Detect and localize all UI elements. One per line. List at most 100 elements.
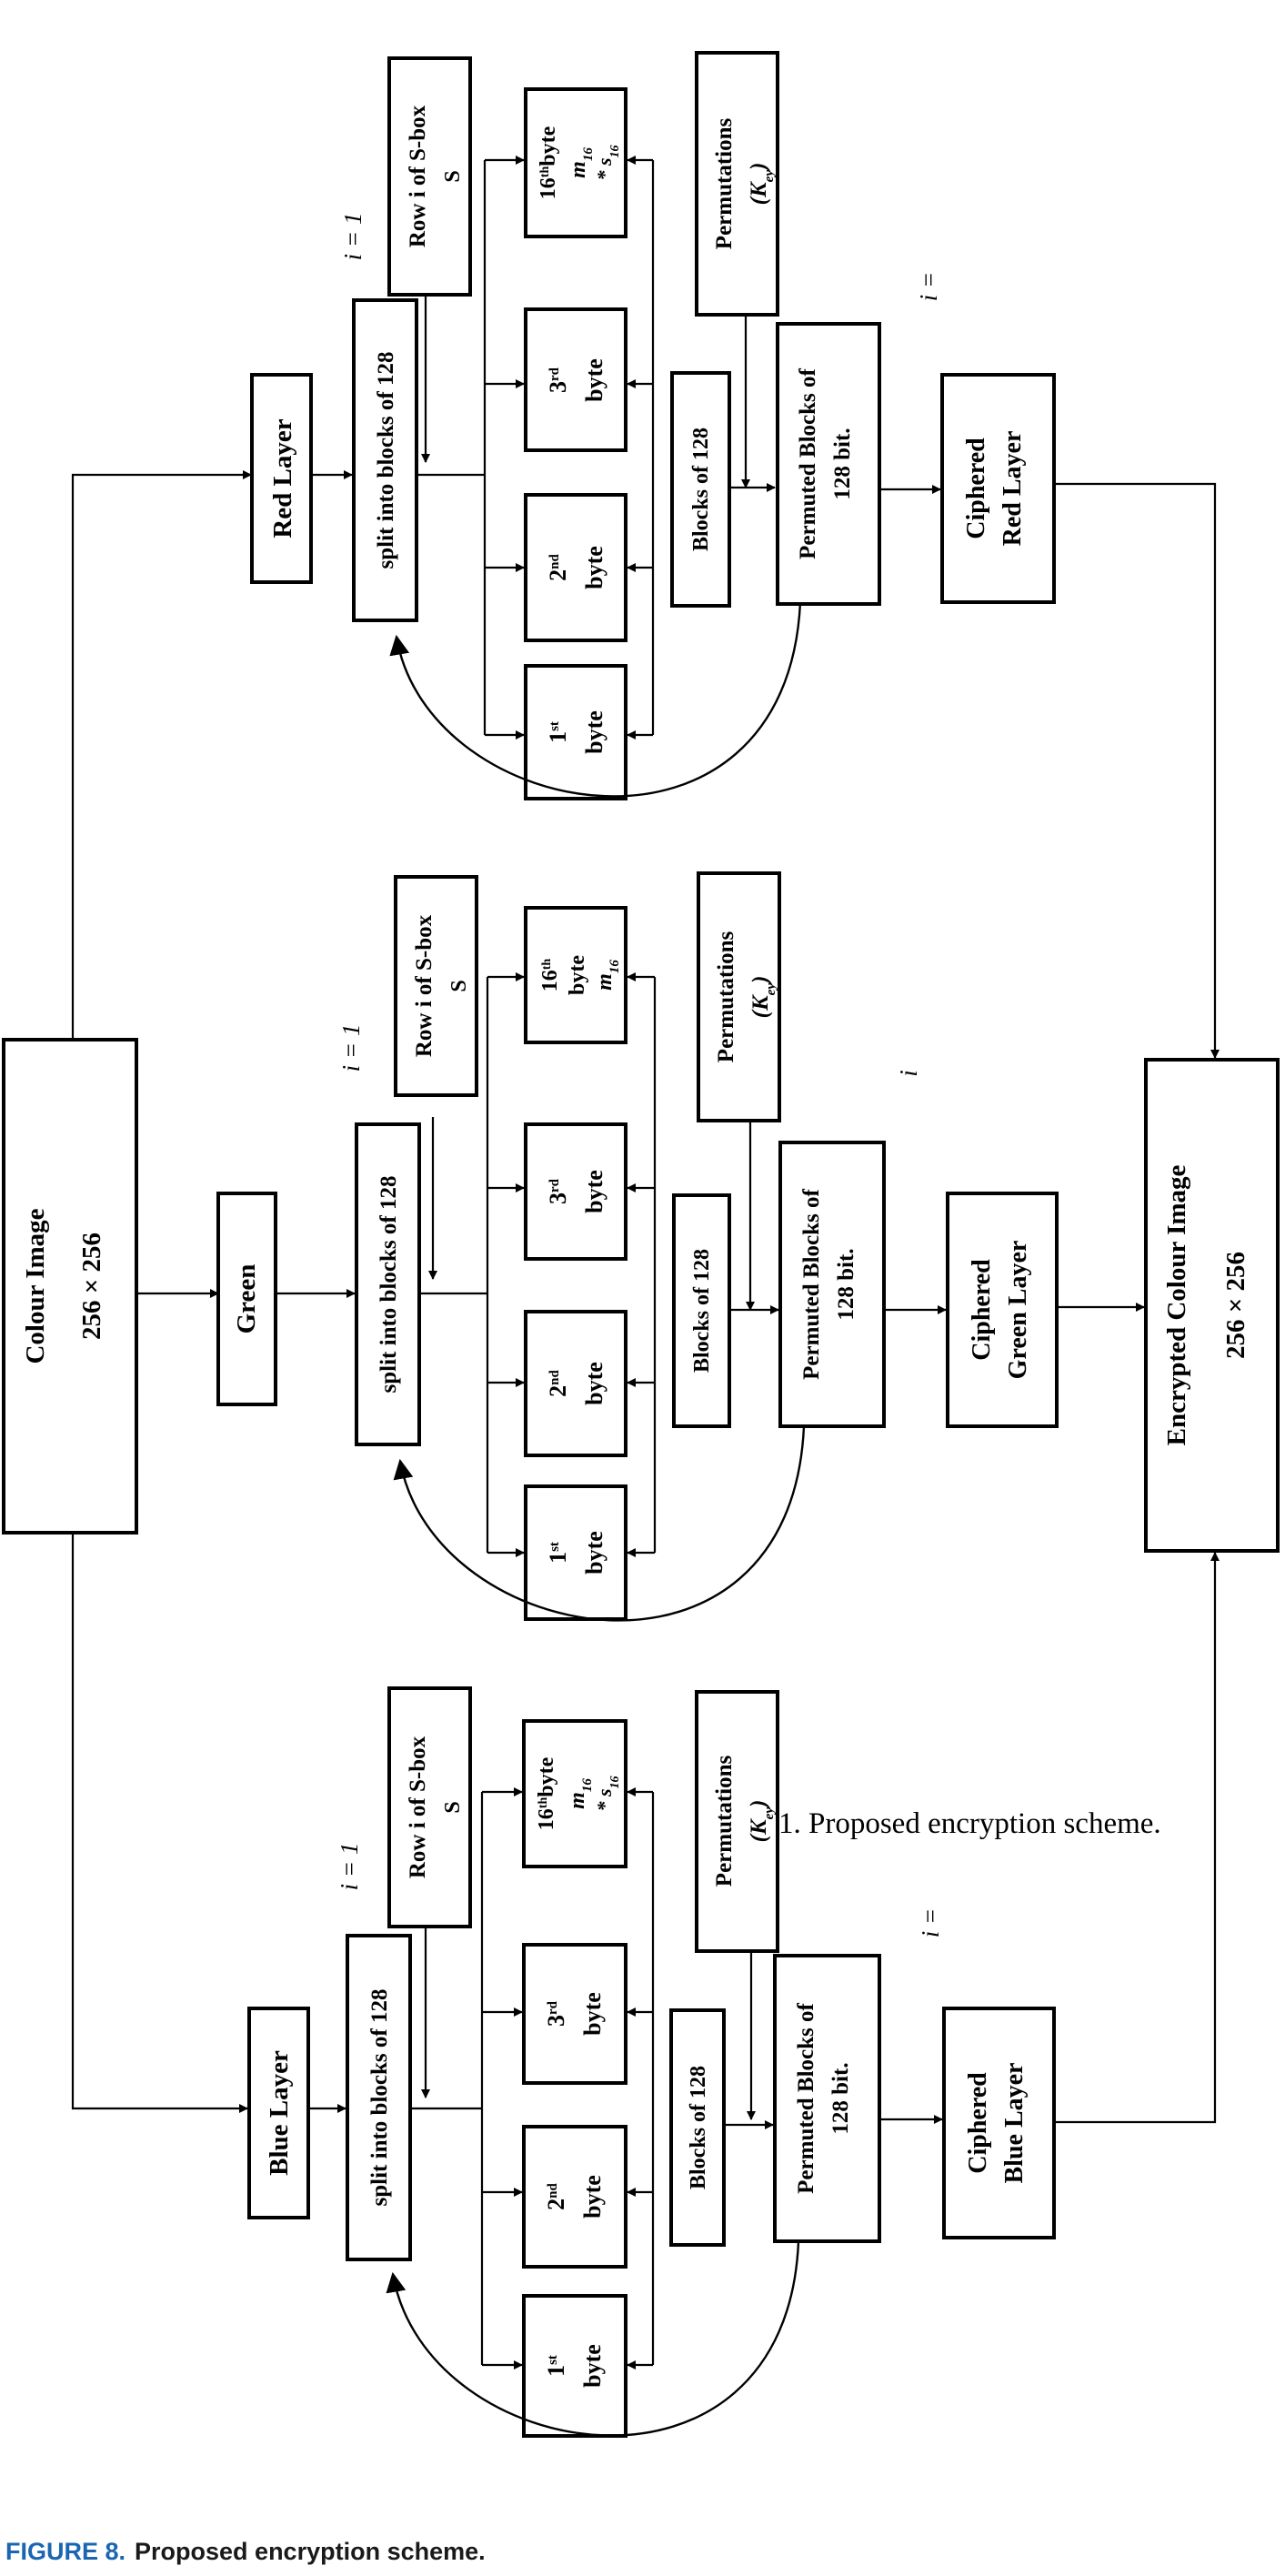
- green-permuted-box: [778, 1141, 886, 1428]
- green-ciphered-label: Ciphered: [968, 1259, 996, 1361]
- encrypted-image-size: 256 × 256: [1221, 1252, 1250, 1359]
- green-byte-2-num: 2nd: [545, 1370, 571, 1397]
- red-byte-16-box: [524, 87, 627, 238]
- blue-m16-label: m16: [566, 1778, 595, 1809]
- green-split-label: split into blocks of 128: [376, 1176, 401, 1394]
- blue-sbox-box: [387, 1686, 472, 1928]
- red-byte-3-word: byte: [581, 358, 607, 402]
- colour-image-size: 256 × 256: [77, 1233, 106, 1340]
- blue-i-equals-1: i = 1: [336, 1843, 363, 1891]
- red-layer-label: Red Layer: [268, 418, 297, 538]
- green-byte-3-num: 3rd: [545, 1178, 571, 1204]
- green-sbox-label: Row i of S-box: [412, 914, 437, 1057]
- red-permuted-box: [776, 322, 881, 606]
- blue-ciphered-label: Ciphered: [964, 2072, 992, 2174]
- blue-loop-arrow: [386, 2240, 800, 2437]
- blue-ciphered-layer: Blue Layer: [1000, 2063, 1029, 2184]
- blue-byte-2-num: 2nd: [543, 2183, 569, 2210]
- blue-layer-pipeline: Blue Layer i = 1 split into blocks of 12…: [247, 1686, 1161, 2438]
- overlay-caption-text: 1. Proposed encryption scheme.: [778, 1807, 1161, 1840]
- blue-byte-2-word: byte: [579, 2175, 606, 2219]
- blue-ciphered-box: [942, 2007, 1056, 2239]
- red-byte-1-num: 1st: [545, 721, 571, 743]
- red-byte-16-label: 16thbyte: [537, 126, 560, 199]
- blue-blocks128-box: [669, 2008, 726, 2247]
- blue-sbox-s: S: [441, 1801, 465, 1813]
- red-sbox-box: [387, 56, 472, 297]
- blue-layer-box: [247, 2007, 310, 2219]
- blue-i-equals: i =: [917, 1908, 944, 1937]
- red-m16-label: m16: [567, 147, 596, 178]
- green-m16-label: m16: [593, 960, 622, 991]
- red-permuted-bits: 128 bit.: [830, 428, 855, 499]
- red-split-box: [352, 298, 418, 622]
- red-sbox-s: S: [441, 170, 465, 182]
- figure-caption: FIGURE 8.Proposed encryption scheme.: [5, 2538, 486, 2566]
- blue-permuted-bits: 128 bit.: [828, 2062, 853, 2134]
- green-byte-16-num: 16th: [538, 959, 562, 992]
- blue-byte-2-box: [522, 2125, 627, 2269]
- green-layer-box: [216, 1192, 277, 1406]
- green-byte-16-box: [524, 906, 627, 1044]
- red-layer-box: [250, 373, 313, 584]
- green-byte-1-box: [524, 1484, 627, 1621]
- blue-layer-label: Blue Layer: [265, 2050, 294, 2176]
- green-layer-label: Green: [232, 1264, 261, 1334]
- red-ciphered-layer: Red Layer: [999, 431, 1027, 547]
- blue-blocks128-label: Blocks of 128: [687, 2066, 710, 2189]
- red-byte-3-box: [524, 307, 627, 452]
- green-byte-16-word: byte: [566, 955, 589, 995]
- green-i-label: i: [895, 1070, 922, 1077]
- red-permutations-box: [695, 51, 779, 317]
- green-blocks128-box: [672, 1193, 731, 1428]
- red-sbox-label: Row i of S-box: [406, 105, 430, 247]
- blue-byte-1-box: [522, 2294, 627, 2438]
- red-split-label: split into blocks of 128: [374, 352, 398, 569]
- blue-split-box: [346, 1934, 412, 2261]
- green-ciphered-layer: Green Layer: [1004, 1241, 1032, 1380]
- red-ciphered-label: Ciphered: [962, 438, 990, 539]
- green-byte-3-word: byte: [581, 1170, 607, 1213]
- blue-permuted-label: Permuted Blocks of: [794, 2002, 818, 2193]
- blue-permutations-label: Permutations: [712, 1756, 737, 1887]
- red-i-equals: i =: [915, 272, 942, 301]
- green-loop-arrow: [393, 1425, 806, 1622]
- green-split-box: [355, 1122, 421, 1446]
- red-key-label: (Key): [747, 163, 777, 206]
- red-ciphered-box: [940, 373, 1056, 604]
- blue-byte-3-box: [522, 1943, 627, 2085]
- red-s16-label: * s16: [593, 145, 622, 180]
- figure-caption-text: Proposed encryption scheme.: [135, 2538, 486, 2565]
- blue-split-label: split into blocks of 128: [367, 1989, 392, 2207]
- green-byte-1-num: 1st: [545, 1542, 571, 1564]
- red-permutations-label: Permutations: [712, 118, 737, 250]
- blue-s16-label: * s16: [593, 1776, 622, 1811]
- red-blocks128-label: Blocks of 128: [689, 428, 713, 551]
- source-connectors: [71, 470, 252, 2113]
- green-i-equals-1: i = 1: [337, 1024, 365, 1072]
- blue-byte-3-word: byte: [579, 1992, 606, 2036]
- red-byte-3-num: 3rd: [545, 367, 571, 393]
- colour-image-box: Colour Image 256 × 256: [2, 1038, 138, 1535]
- blue-byte-16-label: 16thbyte: [535, 1756, 558, 1830]
- green-layer-pipeline: Green i = 1 split into blocks of 128 Row…: [216, 871, 1059, 1622]
- red-byte-2-box: [524, 493, 627, 642]
- red-permuted-label: Permuted Blocks of: [796, 367, 820, 558]
- green-permuted-bits: 128 bit.: [834, 1248, 858, 1320]
- colour-image-title: Colour Image: [21, 1208, 50, 1363]
- target-connectors: [1054, 482, 1220, 2124]
- red-layer-pipeline: Red Layer i = 1 split into blocks of 128…: [250, 51, 1056, 800]
- blue-permutations-box: [695, 1690, 779, 1953]
- green-byte-2-word: byte: [581, 1362, 607, 1405]
- red-byte-2-word: byte: [581, 546, 607, 589]
- blue-byte-16-box: [522, 1719, 627, 1868]
- red-i-equals-1: i = 1: [339, 213, 366, 261]
- green-blocks128-label: Blocks of 128: [690, 1249, 714, 1373]
- blue-sbox-label: Row i of S-box: [406, 1736, 430, 1878]
- red-byte-1-box: [524, 664, 627, 800]
- green-sbox-box: [394, 875, 478, 1097]
- blue-byte-1-num: 1st: [543, 2355, 569, 2377]
- red-blocks128-box: [670, 371, 731, 608]
- red-byte-1-word: byte: [581, 710, 607, 754]
